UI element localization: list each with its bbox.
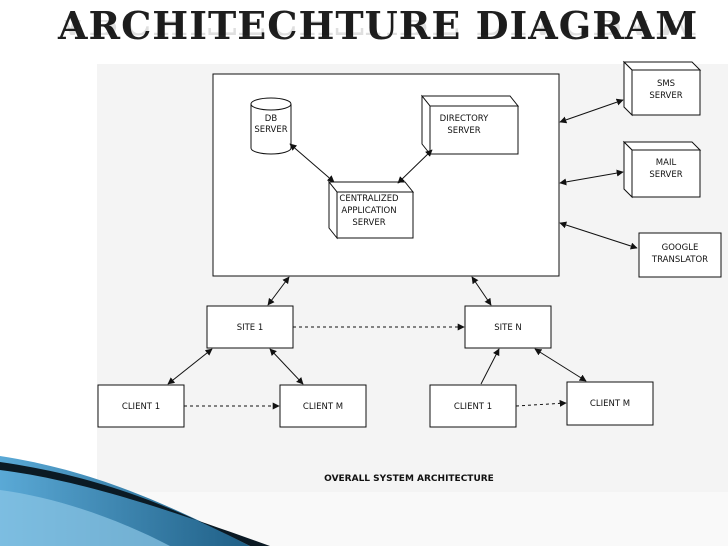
edge-db-to-app <box>289 143 335 183</box>
edge-container-to-site-n <box>471 276 492 306</box>
client-m-left-node: CLIENT M <box>279 384 367 428</box>
client-m-right-label: CLIENT M <box>590 399 630 409</box>
site-1-label: SITE 1 <box>237 323 264 333</box>
directory-server-label-line2: SERVER <box>447 126 480 136</box>
google-translator-label-line1: GOOGLE <box>662 243 699 253</box>
edge-site-1-to-client-m <box>269 348 304 385</box>
edge-client-1-to-client-m-right <box>515 399 567 407</box>
google-translator-label-line2: TRANSLATOR <box>651 255 708 265</box>
edge-site-n-to-client-m <box>534 348 587 382</box>
directory-server-label-line1: DIRECTORY <box>440 114 490 124</box>
mail-server-node: MAIL SERVER <box>622 140 702 199</box>
mail-server-label-line2: SERVER <box>649 170 682 180</box>
sms-server-node: SMS SERVER <box>622 60 702 117</box>
central-app-server-label-line2: APPLICATION <box>341 206 396 216</box>
sms-server-label-line1: SMS <box>657 79 675 89</box>
google-translator-node: GOOGLE TRANSLATOR <box>638 232 722 278</box>
client-m-left-label: CLIENT M <box>303 402 343 412</box>
edge-site-n-to-client-1 <box>480 348 500 385</box>
db-server-label-line2: SERVER <box>254 125 287 135</box>
client-1-left-label: CLIENT 1 <box>122 402 160 412</box>
directory-server-node: DIRECTORY SERVER <box>420 94 520 156</box>
central-app-server-label-line1: CENTRALIZED <box>339 194 399 204</box>
mail-server-label-line1: MAIL <box>656 158 677 168</box>
slide-title: ARCHITECHTURE DIAGRAM <box>58 3 699 48</box>
connectors <box>167 98 638 410</box>
site-1-node: SITE 1 <box>206 305 294 349</box>
edge-site-1-to-client-1 <box>167 348 213 385</box>
edge-container-to-site-1 <box>267 276 290 306</box>
decorative-swoosh <box>0 456 270 546</box>
edge-container-to-sms <box>559 98 624 124</box>
diagram-caption: OVERALL SYSTEM ARCHITECTURE <box>324 474 494 484</box>
edge-container-to-mail <box>559 169 624 186</box>
client-1-right-label: CLIENT 1 <box>454 402 492 412</box>
sms-server-label-line2: SERVER <box>649 91 682 101</box>
central-app-server-node: CENTRALIZED APPLICATION SERVER <box>327 180 415 240</box>
db-server-label-line1: DB <box>265 114 278 124</box>
edge-container-to-translator <box>559 221 638 250</box>
central-app-server-label-line3: SERVER <box>352 218 385 228</box>
site-n-node: SITE N <box>464 305 552 349</box>
edge-directory-to-app <box>397 149 433 184</box>
client-1-left-node: CLIENT 1 <box>97 384 185 428</box>
client-m-right-node: CLIENT M <box>566 381 654 426</box>
db-server-node: DB SERVER <box>250 97 292 155</box>
client-1-right-node: CLIENT 1 <box>429 384 517 428</box>
site-n-label: SITE N <box>494 323 522 333</box>
